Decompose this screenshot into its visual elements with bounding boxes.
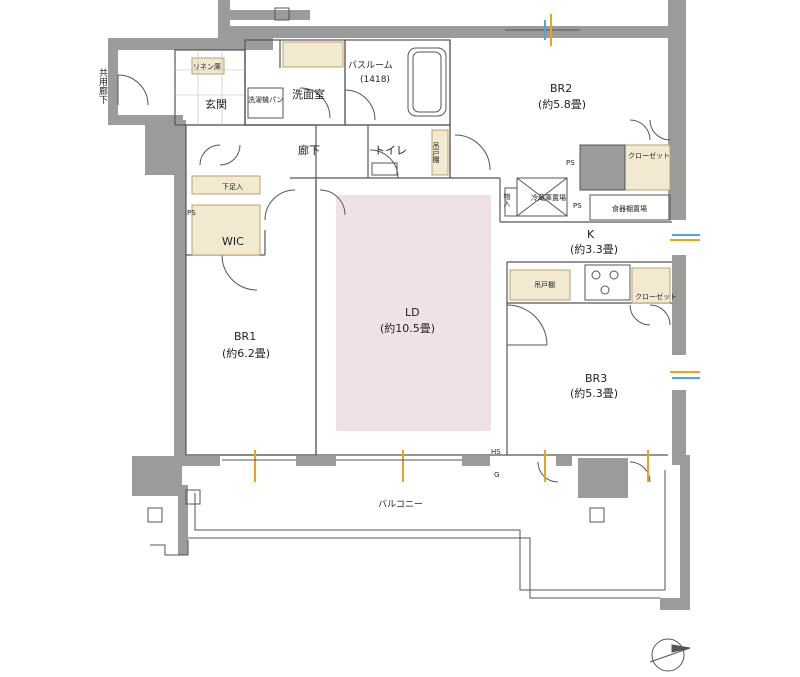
label-corridor-shared: 共用廊下 [97, 68, 108, 105]
fixtures [247, 47, 671, 301]
label-bath-size: (1418) [360, 75, 390, 85]
label-linen: リネン庫 [193, 62, 221, 71]
label-upper-cab: 吊戸棚 [534, 280, 555, 289]
label-hs: HS [491, 448, 501, 456]
label-br3-size: (約5.3畳) [570, 386, 618, 400]
walls [108, 0, 690, 610]
label-br1-size: (約6.2畳) [222, 346, 270, 360]
label-closet3: クローゼット [635, 292, 677, 301]
cabinets [191, 41, 671, 304]
label-ps1: PS [187, 209, 196, 217]
label-storage: 物入 [503, 192, 511, 207]
label-wic: WIC [222, 235, 244, 248]
label-br2: BR2 [550, 82, 572, 95]
label-shoe: 下足入 [222, 183, 243, 191]
label-k: K [587, 228, 595, 241]
entrance-tiles [175, 50, 245, 125]
label-toilet-shelf: 吊戸棚 [432, 142, 440, 164]
label-ps3: PS [573, 202, 582, 210]
label-closet2: クローゼット [628, 151, 670, 160]
label-br3: BR3 [585, 372, 607, 385]
label-hall: 廊下 [298, 143, 320, 157]
windows [222, 14, 700, 482]
label-ld: LD [405, 306, 420, 319]
ld-area [336, 195, 491, 431]
room-labels: 共用廊下 玄関 リネン庫 洗濯機パン 洗面室 バスルーム (1418) 廊下 ト… [97, 60, 677, 510]
label-fridge: 冷蔵庫置場 [531, 193, 566, 202]
label-g: G [494, 471, 499, 479]
label-ld-size: (約10.5畳) [380, 321, 435, 335]
balcony-outline [150, 470, 666, 599]
label-ps2: PS [566, 159, 575, 167]
label-washer: 洗濯機パン [248, 95, 283, 104]
label-washroom: 洗面室 [292, 87, 325, 101]
interior-walls [174, 39, 672, 456]
label-k-size: (約3.3畳) [570, 242, 618, 256]
compass-icon [649, 638, 691, 672]
door-swings [117, 74, 671, 483]
label-toilet: トイレ [374, 144, 407, 157]
label-dish: 食器棚置場 [612, 204, 647, 213]
label-br1: BR1 [234, 330, 256, 343]
label-br2-size: (約5.8畳) [538, 97, 586, 111]
label-bath: バスルーム [348, 60, 393, 71]
label-entrance: 玄関 [205, 97, 227, 111]
outlets [147, 7, 605, 523]
label-balcony: バルコニー [378, 499, 423, 510]
